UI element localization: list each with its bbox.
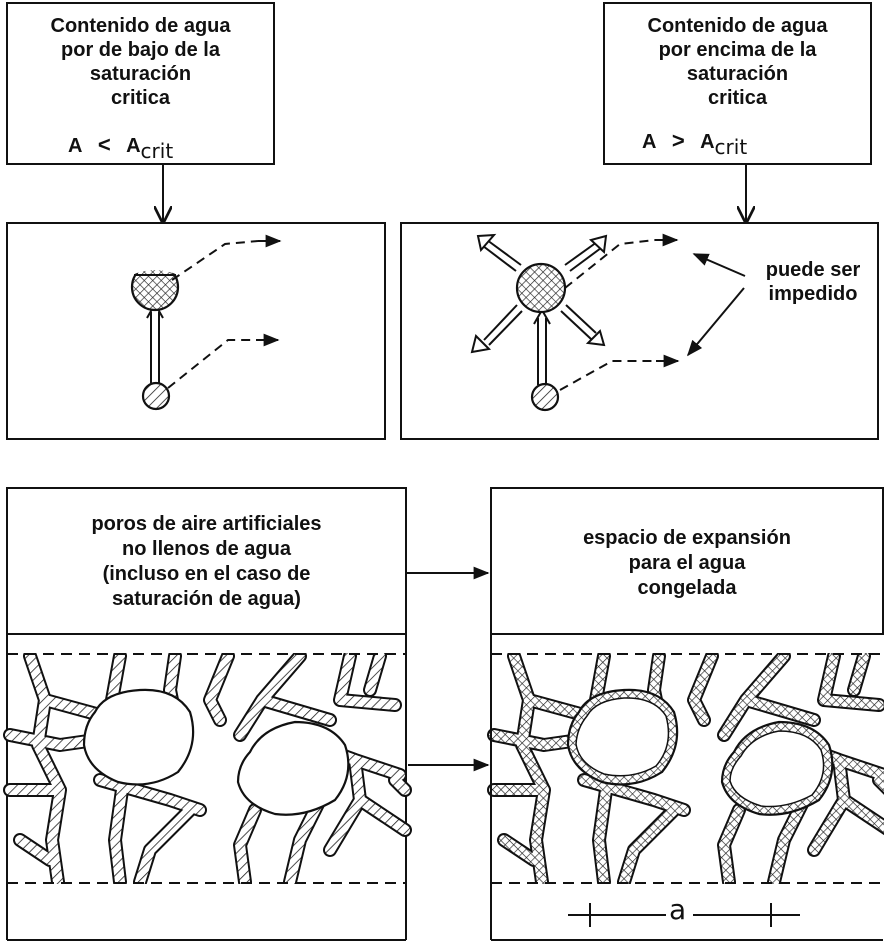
title-line: critica [708, 87, 767, 109]
dashed-path-lower [559, 360, 656, 391]
top-right-formula: A > Acrit [642, 128, 747, 159]
small-pore [530, 382, 560, 412]
air-pore [82, 688, 195, 786]
distance-label: a [669, 893, 687, 926]
title-line: Contenido de agua [647, 15, 828, 37]
impeded-label: puede ser impedido [748, 258, 878, 306]
formula-subscript: crit [140, 139, 174, 163]
top-left-formula: A < Acrit [68, 132, 173, 163]
formula-operator: < [97, 132, 111, 157]
title-line: Contenido de agua [50, 15, 231, 37]
title-line: congelada [637, 577, 737, 599]
bottom-left-title: poros de aire artificiales no llenos de … [7, 512, 406, 612]
impeded-pointer-lower [686, 287, 745, 357]
dashed-path-upper [564, 239, 656, 289]
bottom-right-panel [490, 487, 884, 941]
formula-operator: > [671, 128, 685, 153]
distance-dimension [568, 903, 800, 927]
title-line: por de bajo de la [61, 39, 220, 61]
title-line: (incluso en el caso de [102, 563, 311, 585]
label-line: impedido [768, 283, 858, 305]
dashed-path-lower [167, 339, 256, 389]
title-line: saturación [686, 63, 789, 85]
bottom-right-title: espacio de expansión para el agua congel… [491, 526, 883, 601]
impeded-pointer-upper [692, 253, 746, 277]
top-right-title-box [603, 2, 872, 165]
top-left-pore-system [130, 234, 282, 411]
formula-right: A [126, 135, 141, 157]
title-line: para el agua [628, 552, 746, 574]
title-line: no llenos de agua [122, 538, 291, 560]
formula-left: A [642, 131, 656, 153]
top-right-title: Contenido de agua por encima de la satur… [604, 14, 871, 110]
top-right-scene-box [400, 222, 879, 440]
title-line: por encima de la [658, 39, 817, 61]
title-line: saturación de agua) [112, 588, 301, 610]
bottom-right-title-box [490, 487, 884, 635]
title-line: poros de aire artificiales [91, 513, 322, 535]
formula-left: A [68, 135, 82, 157]
bottom-left-title-box [6, 487, 407, 635]
title-line: saturación [89, 63, 192, 85]
label-line: puede ser [765, 259, 861, 281]
top-left-title-box [6, 2, 275, 165]
formula-subscript: crit [714, 135, 748, 159]
small-pore [141, 381, 171, 411]
title-line: critica [111, 87, 170, 109]
title-line: espacio de expansión [583, 527, 791, 549]
formula-right: A [700, 131, 715, 153]
top-right-pore-system [470, 233, 746, 412]
bottom-left-panel [3, 487, 412, 941]
large-pore-filled [515, 262, 567, 314]
top-left-title: Contenido de agua por de bajo de la satu… [7, 14, 274, 110]
air-pore [236, 720, 350, 816]
dashed-path-upper [171, 240, 259, 281]
top-left-scene-box [6, 222, 386, 440]
